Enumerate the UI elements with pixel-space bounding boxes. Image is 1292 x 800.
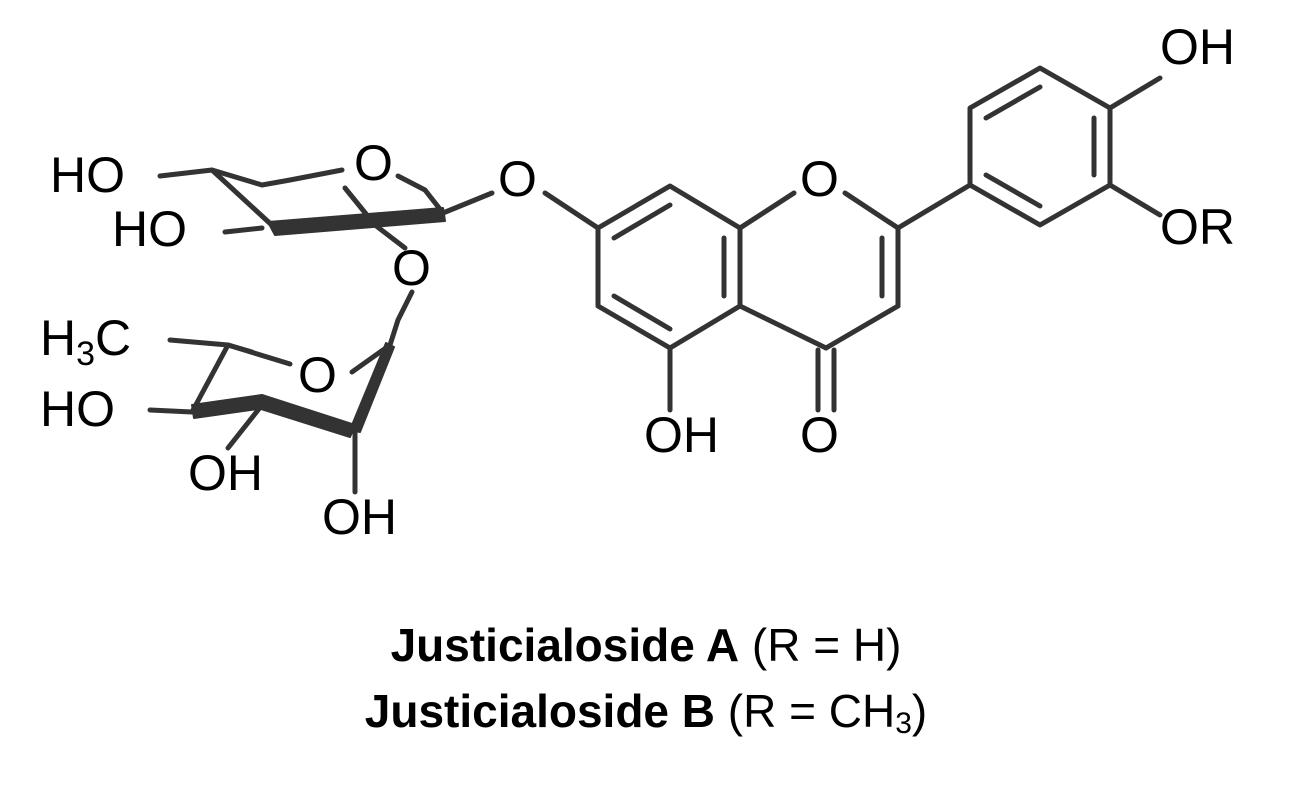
caption-name: Justicialoside A	[390, 619, 740, 671]
bond-xylose-left-side	[209, 167, 278, 231]
bond-b-ring-outer	[967, 65, 1113, 228]
atom-oh-rhamnose-1: OH	[188, 445, 263, 501]
atom-ho-xylose-bottom: HO	[112, 201, 187, 257]
caption-r-group: (R = H)	[751, 619, 902, 671]
bond-linkage-o-to-rhamnose	[387, 289, 415, 348]
atom-ho-xylose-top: HO	[50, 147, 125, 203]
caption-justicialoside-b: Justicialoside B (R = CH3)	[0, 678, 1292, 744]
bond-b-ring-oh	[1107, 75, 1163, 111]
bond-a-ring-inner-3	[611, 293, 673, 332]
atom-o-chromone-ring: O	[800, 151, 839, 207]
wedge-rhamnose-front-right	[257, 394, 356, 438]
bond-a-ring-outer	[595, 183, 743, 351]
bond-c-ring-o-to-c2	[842, 190, 901, 231]
bond-c2-to-b-ring	[895, 182, 973, 231]
atom-oh-c5: OH	[644, 407, 719, 463]
bond-xylose-right-side	[342, 185, 378, 228]
atom-o-xylose-ring: O	[354, 135, 393, 191]
bond-rhamnose-ho	[147, 407, 195, 415]
atom-labels: HO HO O O O H3C O HO OH OH O OH O OH OR	[40, 19, 1235, 545]
atom-or-c3prime: OR	[1160, 199, 1235, 255]
bond-b-ring-inner-3	[983, 172, 1043, 209]
atom-o-carbonyl: O	[800, 407, 839, 463]
atom-o-linkage: O	[392, 240, 431, 296]
bond-xylose-ho-lower	[222, 225, 265, 235]
bond-rhamnose-left-vertical	[189, 342, 231, 415]
bond-xylose-to-linkage-o	[372, 222, 408, 251]
atom-oh-c4prime: OH	[1160, 19, 1235, 75]
bonds	[147, 65, 1163, 495]
caption-name: Justicialoside B	[364, 685, 716, 737]
bond-c-ring-ring-o	[737, 190, 797, 231]
bond-xylose-ring-o-right	[395, 173, 446, 216]
bond-xylose-top	[157, 167, 345, 188]
bond-c-ring-c4-c4a	[737, 303, 829, 351]
bond-a-ring-inner-1	[611, 202, 673, 241]
atom-o-rhamnose-ring: O	[298, 347, 337, 403]
wedge-rhamnose-anomeric	[349, 342, 395, 433]
bond-glycosidic-right	[542, 190, 601, 231]
atom-ho-rhamnose: HO	[40, 381, 115, 437]
atom-o-glycosidic: O	[498, 151, 537, 207]
caption-justicialoside-a: Justicialoside A (R = H)	[0, 612, 1292, 678]
compound-captions: Justicialoside A (R = H) Justicialoside …	[0, 612, 1292, 744]
bond-b-ring-inner-1	[983, 84, 1043, 121]
bond-b-ring-or	[1107, 182, 1163, 218]
bond-rhamnose-ring-o-left	[225, 342, 293, 367]
atom-h3c-methyl: H3C	[40, 310, 131, 373]
bond-glycosidic-left	[440, 190, 495, 216]
chemical-structure: HO HO O O O H3C O HO OH OH O OH O OH OR	[40, 19, 1235, 545]
bond-rhamnose-oh-1	[225, 402, 265, 451]
bond-c-ring-c3-c4	[823, 303, 901, 351]
caption-r-group: (R = CH3)	[727, 685, 928, 740]
atom-oh-rhamnose-2: OH	[322, 489, 397, 545]
wedge-xylose-front	[267, 207, 446, 236]
